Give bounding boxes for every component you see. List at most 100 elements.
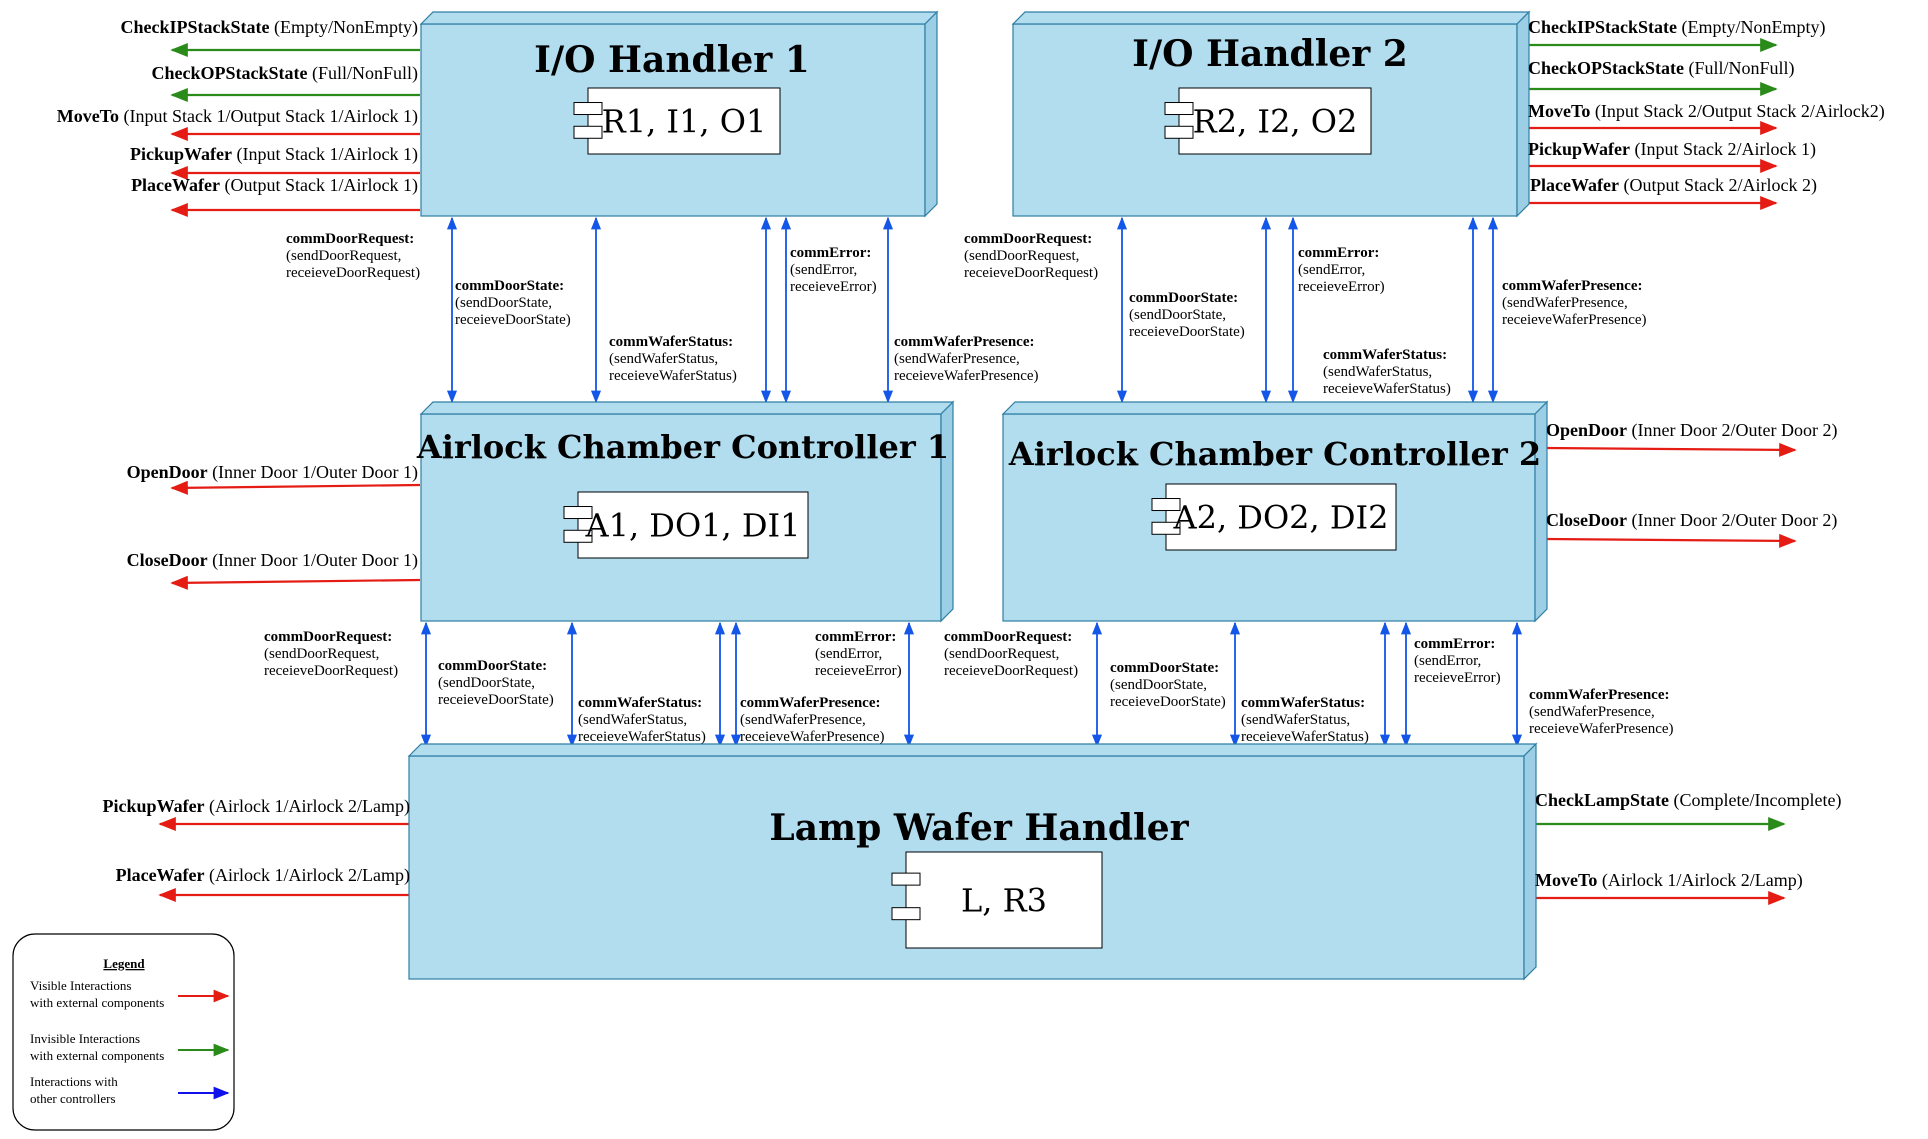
io2-ext-0-args: (Empty/NonEmpty) [1677, 17, 1825, 38]
io2-component-port-top [1164, 102, 1194, 116]
msg-acc2-door-request-arg: receieveDoorRequest) [944, 663, 1078, 679]
msg-acc1-door-state-arg: (sendDoorState, [438, 675, 535, 691]
msg-io2-door-request-name: commDoorRequest: [964, 231, 1092, 247]
lamp-ext-left-1-name: PlaceWafer [116, 865, 205, 885]
msg-acc1-door-state: commDoorState:(sendDoorState,receieveDoo… [438, 658, 554, 708]
lamp-ext-left-0-name: PickupWafer [103, 796, 205, 816]
acc1-ext-0-name: OpenDoor [127, 462, 208, 482]
io1-ext-1-args: (Full/NonFull) [307, 63, 418, 84]
io1-component-label: R1, I1, O1 [602, 103, 767, 141]
msg-io1-door-state-arg: receieveDoorState) [455, 312, 571, 328]
acc2-component-body [1165, 483, 1397, 551]
msg-io1-error-arg: receieveError) [790, 279, 877, 295]
msg-io1-error-arg: (sendError, [790, 262, 857, 278]
io1-ext-2-args: (Input Stack 1/Output Stack 1/Airlock 1) [119, 106, 418, 127]
msg-io1-wafer-presence-arg: (sendWaferPresence, [894, 351, 1020, 367]
msg-acc1-door-state-arg: receieveDoorState) [438, 692, 554, 708]
msg-io2-error-name: commError: [1298, 245, 1379, 261]
lamp-ext-right-1-label: MoveTo (Airlock 1/Airlock 2/Lamp) [1535, 870, 1803, 891]
connections-layer [158, 37, 1797, 906]
msg-acc2-wafer-status-arg: receieveWaferStatus) [1241, 729, 1369, 745]
io1-ext-3-name: PickupWafer [130, 144, 232, 164]
msg-io2-door-state: commDoorState:(sendDoorState,receieveDoo… [1129, 290, 1245, 340]
msg-acc2-error-name: commError: [1414, 636, 1495, 652]
acc1-ext-0-arrow [170, 480, 421, 495]
lamp-component-port-bottom [891, 907, 921, 921]
io1-ext-3-args: (Input Stack 1/Airlock 1) [232, 144, 418, 165]
legend-item-2-label: Interactions with other controllers [30, 1074, 118, 1106]
msg-acc2-error-arg: (sendError, [1414, 653, 1481, 669]
io2-ext-1-name: CheckOPStackState [1528, 58, 1684, 78]
msg-io2-error-arg: receieveError) [1298, 279, 1385, 295]
io-handler-2-top [1011, 11, 1531, 25]
msg-io1-error-name: commError: [790, 245, 871, 261]
io2-component: R2, I2, O2 [1164, 87, 1372, 155]
acc1-ext-0-args: (Inner Door 1/Outer Door 1) [208, 462, 418, 483]
msg-io2-wafer-status-name: commWaferStatus: [1323, 347, 1447, 363]
legend-item-line: with external components [30, 1048, 164, 1063]
acc2-title: Airlock Chamber Controller 2 [1008, 435, 1541, 473]
io2-ext-0-label: CheckIPStackState (Empty/NonEmpty) [1528, 17, 1825, 38]
acc2-ext-1-args: (Inner Door 2/Outer Door 2) [1627, 510, 1837, 531]
io1-ext-2-label: MoveTo (Input Stack 1/Output Stack 1/Air… [57, 106, 418, 127]
msg-acc2-door-request-arg: (sendDoorRequest, [944, 646, 1059, 662]
io2-ext-1-args: (Full/NonFull) [1684, 58, 1795, 79]
io2-ext-1-label: CheckOPStackState (Full/NonFull) [1528, 58, 1795, 79]
acc2-ext-1-label: CloseDoor (Inner Door 2/Outer Door 2) [1546, 510, 1837, 531]
io1-component-port-bottom [573, 125, 603, 139]
lamp-component-port-top [891, 872, 921, 886]
legend-item-line: other controllers [30, 1091, 116, 1106]
msg-acc2-door-state-name: commDoorState: [1110, 660, 1219, 676]
lamp-component-label: L, R3 [961, 882, 1047, 920]
msg-acc2-wafer-status-arg: (sendWaferStatus, [1241, 712, 1350, 728]
msg-io1-door-request: commDoorRequest:(sendDoorRequest,receiev… [286, 231, 420, 281]
msg-acc1-door-state-name: commDoorState: [438, 658, 547, 674]
lamp-ext-right-0-args: (Complete/Incomplete) [1669, 790, 1841, 811]
msg-acc1-wafer-presence-name: commWaferPresence: [740, 695, 881, 711]
io2-component-port-bottom [1164, 125, 1194, 139]
acc1-component-label: A1, DO1, DI1 [584, 507, 800, 545]
io1-ext-3-label: PickupWafer (Input Stack 1/Airlock 1) [130, 144, 418, 165]
io1-ext-0-label: CheckIPStackState (Empty/NonEmpty) [121, 17, 418, 38]
acc1-title: Airlock Chamber Controller 1 [416, 428, 949, 466]
lamp-wafer-handler-side [1523, 742, 1537, 981]
msg-acc2-wafer-presence: commWaferPresence:(sendWaferPresence,rec… [1529, 687, 1674, 737]
legend-title: Legend [103, 956, 145, 971]
msg-acc2-wafer-status: commWaferStatus:(sendWaferStatus,receiev… [1241, 695, 1369, 745]
airlock-controller-2-top [1001, 401, 1549, 415]
io2-ext-2-label: MoveTo (Input Stack 2/Output Stack 2/Air… [1528, 101, 1885, 122]
io2-ext-3-label: PickupWafer (Input Stack 2/Airlock 1) [1528, 139, 1816, 160]
legend-item-line: with external components [30, 995, 164, 1010]
msg-acc1-door-request: commDoorRequest:(sendDoorRequest,receiev… [264, 629, 398, 679]
msg-io2-door-request-arg: (sendDoorRequest, [964, 248, 1079, 264]
lamp-component-body [905, 851, 1103, 949]
acc1-ext-0-label: OpenDoor (Inner Door 1/Outer Door 1) [127, 462, 418, 483]
acc2-component-port-top [1151, 498, 1181, 512]
msg-acc2-wafer-presence-arg: receieveWaferPresence) [1529, 721, 1674, 737]
msg-io2-wafer-presence: commWaferPresence:(sendWaferPresence,rec… [1502, 278, 1647, 328]
msg-acc1-wafer-presence-arg: (sendWaferPresence, [740, 712, 866, 728]
io2-component-body [1178, 87, 1372, 155]
acc2-ext-1-arrow [1545, 533, 1797, 548]
msg-io2-door-state-name: commDoorState: [1129, 290, 1238, 306]
acc2-ext-0-args: (Inner Door 2/Outer Door 2) [1627, 420, 1837, 441]
msg-io2-wafer-presence-arg: (sendWaferPresence, [1502, 295, 1628, 311]
acc1-ext-1-name: CloseDoor [127, 550, 208, 570]
io1-ext-1-name: CheckOPStackState [151, 63, 307, 83]
lamp-title: Lamp Wafer Handler [769, 807, 1189, 849]
msg-acc1-wafer-status: commWaferStatus:(sendWaferStatus,receiev… [578, 695, 706, 745]
io2-ext-2-args: (Input Stack 2/Output Stack 2/Airlock2) [1590, 101, 1884, 122]
legend-item-line: Interactions with [30, 1074, 118, 1089]
msg-io2-door-request-arg: receieveDoorRequest) [964, 265, 1098, 281]
msg-acc1-error-name: commError: [815, 629, 896, 645]
acc1-component-port-top [563, 506, 593, 520]
msg-acc2-door-request: commDoorRequest:(sendDoorRequest,receiev… [944, 629, 1078, 679]
msg-io1-door-state-arg: (sendDoorState, [455, 295, 552, 311]
acc1-component-body [577, 491, 809, 559]
io2-ext-2-name: MoveTo [1528, 101, 1590, 121]
lamp-ext-left-0-label: PickupWafer (Airlock 1/Airlock 2/Lamp) [103, 796, 410, 817]
msg-acc1-wafer-status-name: commWaferStatus: [578, 695, 702, 711]
